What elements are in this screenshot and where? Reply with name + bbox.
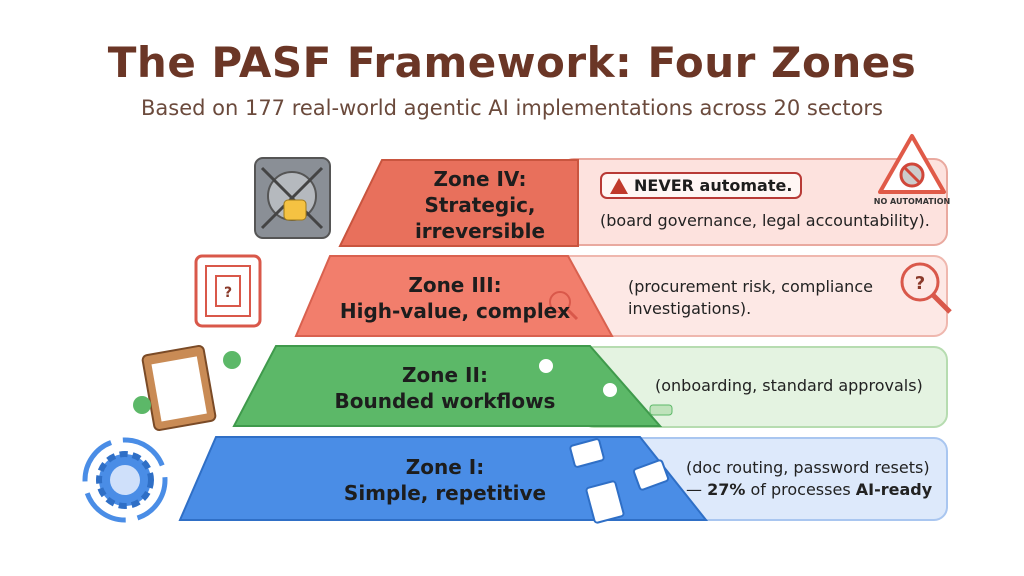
zone-1-examples: (doc routing, password resets) — 27% of … <box>686 458 933 499</box>
svg-text:?: ? <box>224 285 232 301</box>
zone-2-examples: (onboarding, standard approvals) <box>655 376 923 395</box>
svg-text:?: ? <box>915 273 925 294</box>
no-automation-sign-icon: NO AUTOMATION <box>874 134 950 206</box>
page-title: The PASF Framework: Four Zones <box>107 38 917 87</box>
workflow-arrows-icon <box>537 357 673 416</box>
maze-icon: ? <box>194 254 262 328</box>
magnifier-question-icon: ? <box>900 262 952 314</box>
zone-4-label: Zone IV: Strategic, irreversible <box>414 167 546 243</box>
vault-icon <box>254 157 331 239</box>
zone-3-label: Zone III: High-value, complex <box>339 273 571 323</box>
ai-ready-stat: — 27% of processes AI-ready <box>686 480 933 499</box>
zone-2-label: Zone II: Bounded workflows <box>334 363 556 413</box>
zone-3-panel <box>540 255 948 337</box>
page-subtitle: Based on 177 real-world agentic AI imple… <box>140 96 883 120</box>
zone-1-label: Zone I: Simple, repetitive <box>343 455 547 505</box>
zone-3-trapezoid <box>294 255 614 337</box>
small-magnifier-icon <box>549 291 579 321</box>
gear-cycle-icon <box>82 437 168 523</box>
zone-4-examples: (board governance, legal accountability)… <box>600 211 930 230</box>
clipboard-checklist-icon <box>133 344 241 432</box>
no-automation-label: NO AUTOMATION <box>874 197 950 206</box>
warning-icon <box>610 177 628 194</box>
documents-envelope-icon <box>569 438 670 524</box>
never-automate-badge: NEVER automate. <box>600 172 803 199</box>
zone-4-trapezoid <box>338 159 579 247</box>
zone-3-examples: (procurement risk, compliance investigat… <box>628 277 873 318</box>
